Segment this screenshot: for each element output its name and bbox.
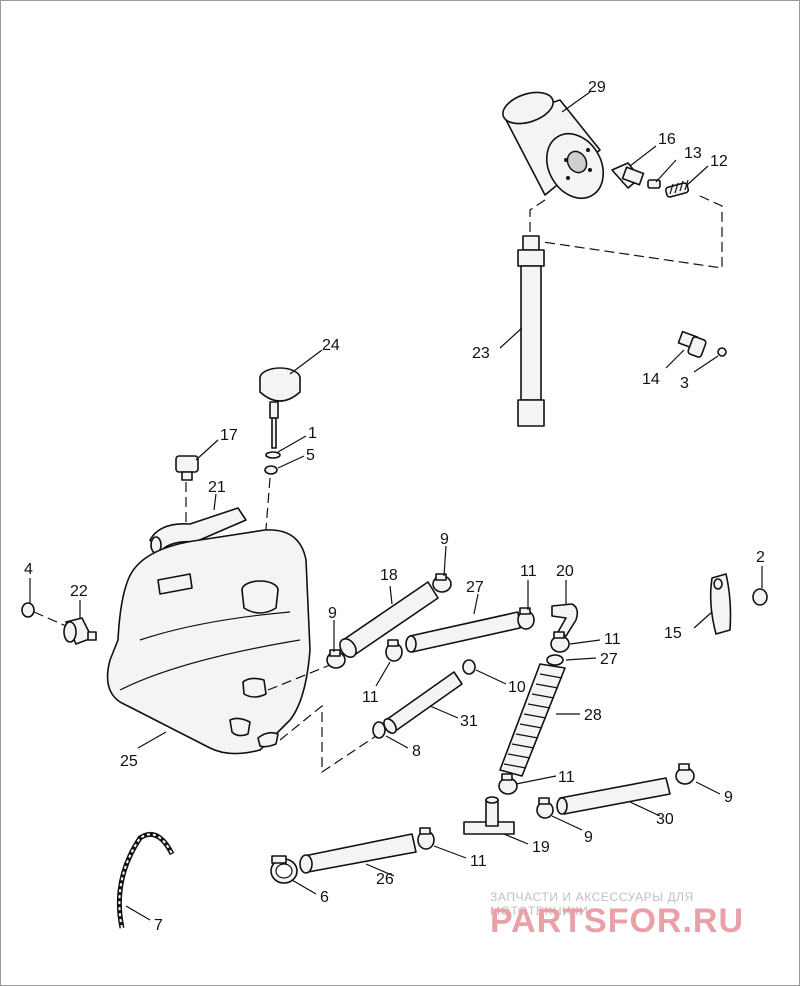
insert-13	[647, 179, 661, 189]
watermark-logo: PARTSFOR.RU	[490, 902, 745, 940]
clamp-9b	[326, 649, 346, 669]
label-13: 13	[684, 145, 702, 162]
clamp-9a	[432, 573, 452, 593]
label-6: 6	[320, 889, 329, 906]
hose-27a	[405, 611, 521, 653]
strap-7	[116, 832, 175, 929]
washer-5	[264, 465, 278, 475]
label-9-right: 9	[724, 789, 733, 806]
clamp-9c	[536, 797, 554, 819]
clamp-10	[462, 659, 476, 675]
label-21: 21	[208, 479, 226, 496]
label-14: 14	[642, 371, 660, 388]
label-3: 3	[680, 375, 689, 392]
nut-4	[21, 602, 35, 618]
label-24: 24	[322, 337, 340, 354]
label-8: 8	[412, 743, 421, 760]
label-19: 19	[532, 839, 550, 856]
label-11-upper: 11	[520, 563, 537, 580]
hose-18	[339, 581, 439, 658]
watermark-caption: ЗАПЧАСТИ И АКСЕССУАРЫ ДЛЯ МОТОТЕХНИКИ	[490, 890, 694, 918]
label-15: 15	[664, 625, 682, 642]
nut-3	[717, 347, 727, 357]
clamp-8	[372, 721, 386, 739]
nut-2	[752, 588, 768, 606]
label-10: 10	[508, 679, 526, 696]
label-11-bottom: 11	[470, 853, 487, 870]
label-5: 5	[306, 447, 315, 464]
tee-fitting-19	[463, 796, 515, 835]
hose-26	[299, 833, 417, 874]
label-1: 1	[308, 425, 317, 442]
dash-cap-tank	[261, 477, 271, 581]
label-4: 4	[24, 561, 33, 578]
label-9-left: 9	[328, 605, 337, 622]
dash-filter-tube	[529, 199, 546, 238]
hose-31	[383, 671, 463, 734]
elbow-20	[551, 603, 579, 637]
label-27-lower: 27	[600, 651, 618, 668]
hose-30	[556, 777, 671, 815]
label-27-upper: 27	[466, 579, 484, 596]
strap-7-texture	[118, 833, 173, 929]
label-11-mid: 11	[558, 769, 575, 786]
label-11-left: 11	[362, 689, 379, 706]
label-9-lower: 9	[584, 829, 593, 846]
leader-lines	[29, 91, 763, 921]
clamp-11d	[498, 773, 518, 795]
bracket-15-hole	[713, 578, 723, 590]
sensor-14	[677, 330, 707, 358]
label-25: 25	[120, 753, 138, 770]
label-9-top: 9	[440, 531, 449, 548]
dash-tank-hose-lower	[279, 704, 386, 774]
label-28: 28	[584, 707, 602, 724]
label-29: 29	[588, 79, 606, 96]
label-17: 17	[220, 427, 238, 444]
spring-12	[664, 179, 690, 198]
label-31: 31	[460, 713, 478, 730]
label-22: 22	[70, 583, 88, 600]
dash-tank-hose	[267, 664, 331, 691]
clamp-9d	[675, 763, 695, 785]
callout-labels: 29 16 13 12 23 14 3 24 17 1 5 21 4 22 25…	[24, 79, 765, 934]
bracket-21	[149, 507, 247, 553]
label-16: 16	[658, 131, 676, 148]
fitting-16	[611, 162, 645, 189]
o-ring-1	[265, 451, 281, 459]
clamp-27b	[546, 654, 564, 666]
label-2: 2	[756, 549, 765, 566]
rubber-mount-22	[63, 617, 97, 645]
label-7: 7	[154, 917, 163, 934]
clamp-6	[270, 855, 298, 884]
dash-4-22	[33, 611, 67, 627]
label-23: 23	[472, 345, 490, 362]
dash-spring-tube	[542, 195, 723, 269]
fitting-17	[175, 455, 199, 481]
label-30: 30	[656, 811, 674, 828]
filler-cap-dipstick	[259, 367, 301, 449]
bellows-hose-28	[499, 663, 566, 777]
clamp-11c	[550, 631, 570, 653]
label-26: 26	[376, 871, 394, 888]
oil-filter	[502, 91, 605, 199]
label-18: 18	[380, 567, 398, 584]
oil-tube	[517, 235, 545, 427]
oil-tank	[106, 529, 311, 755]
clamp-11e	[417, 827, 435, 850]
label-20: 20	[556, 563, 574, 580]
label-12: 12	[710, 153, 728, 170]
clamp-11a	[385, 639, 403, 662]
clamp-11b	[517, 607, 535, 630]
label-11-right: 11	[604, 631, 621, 648]
